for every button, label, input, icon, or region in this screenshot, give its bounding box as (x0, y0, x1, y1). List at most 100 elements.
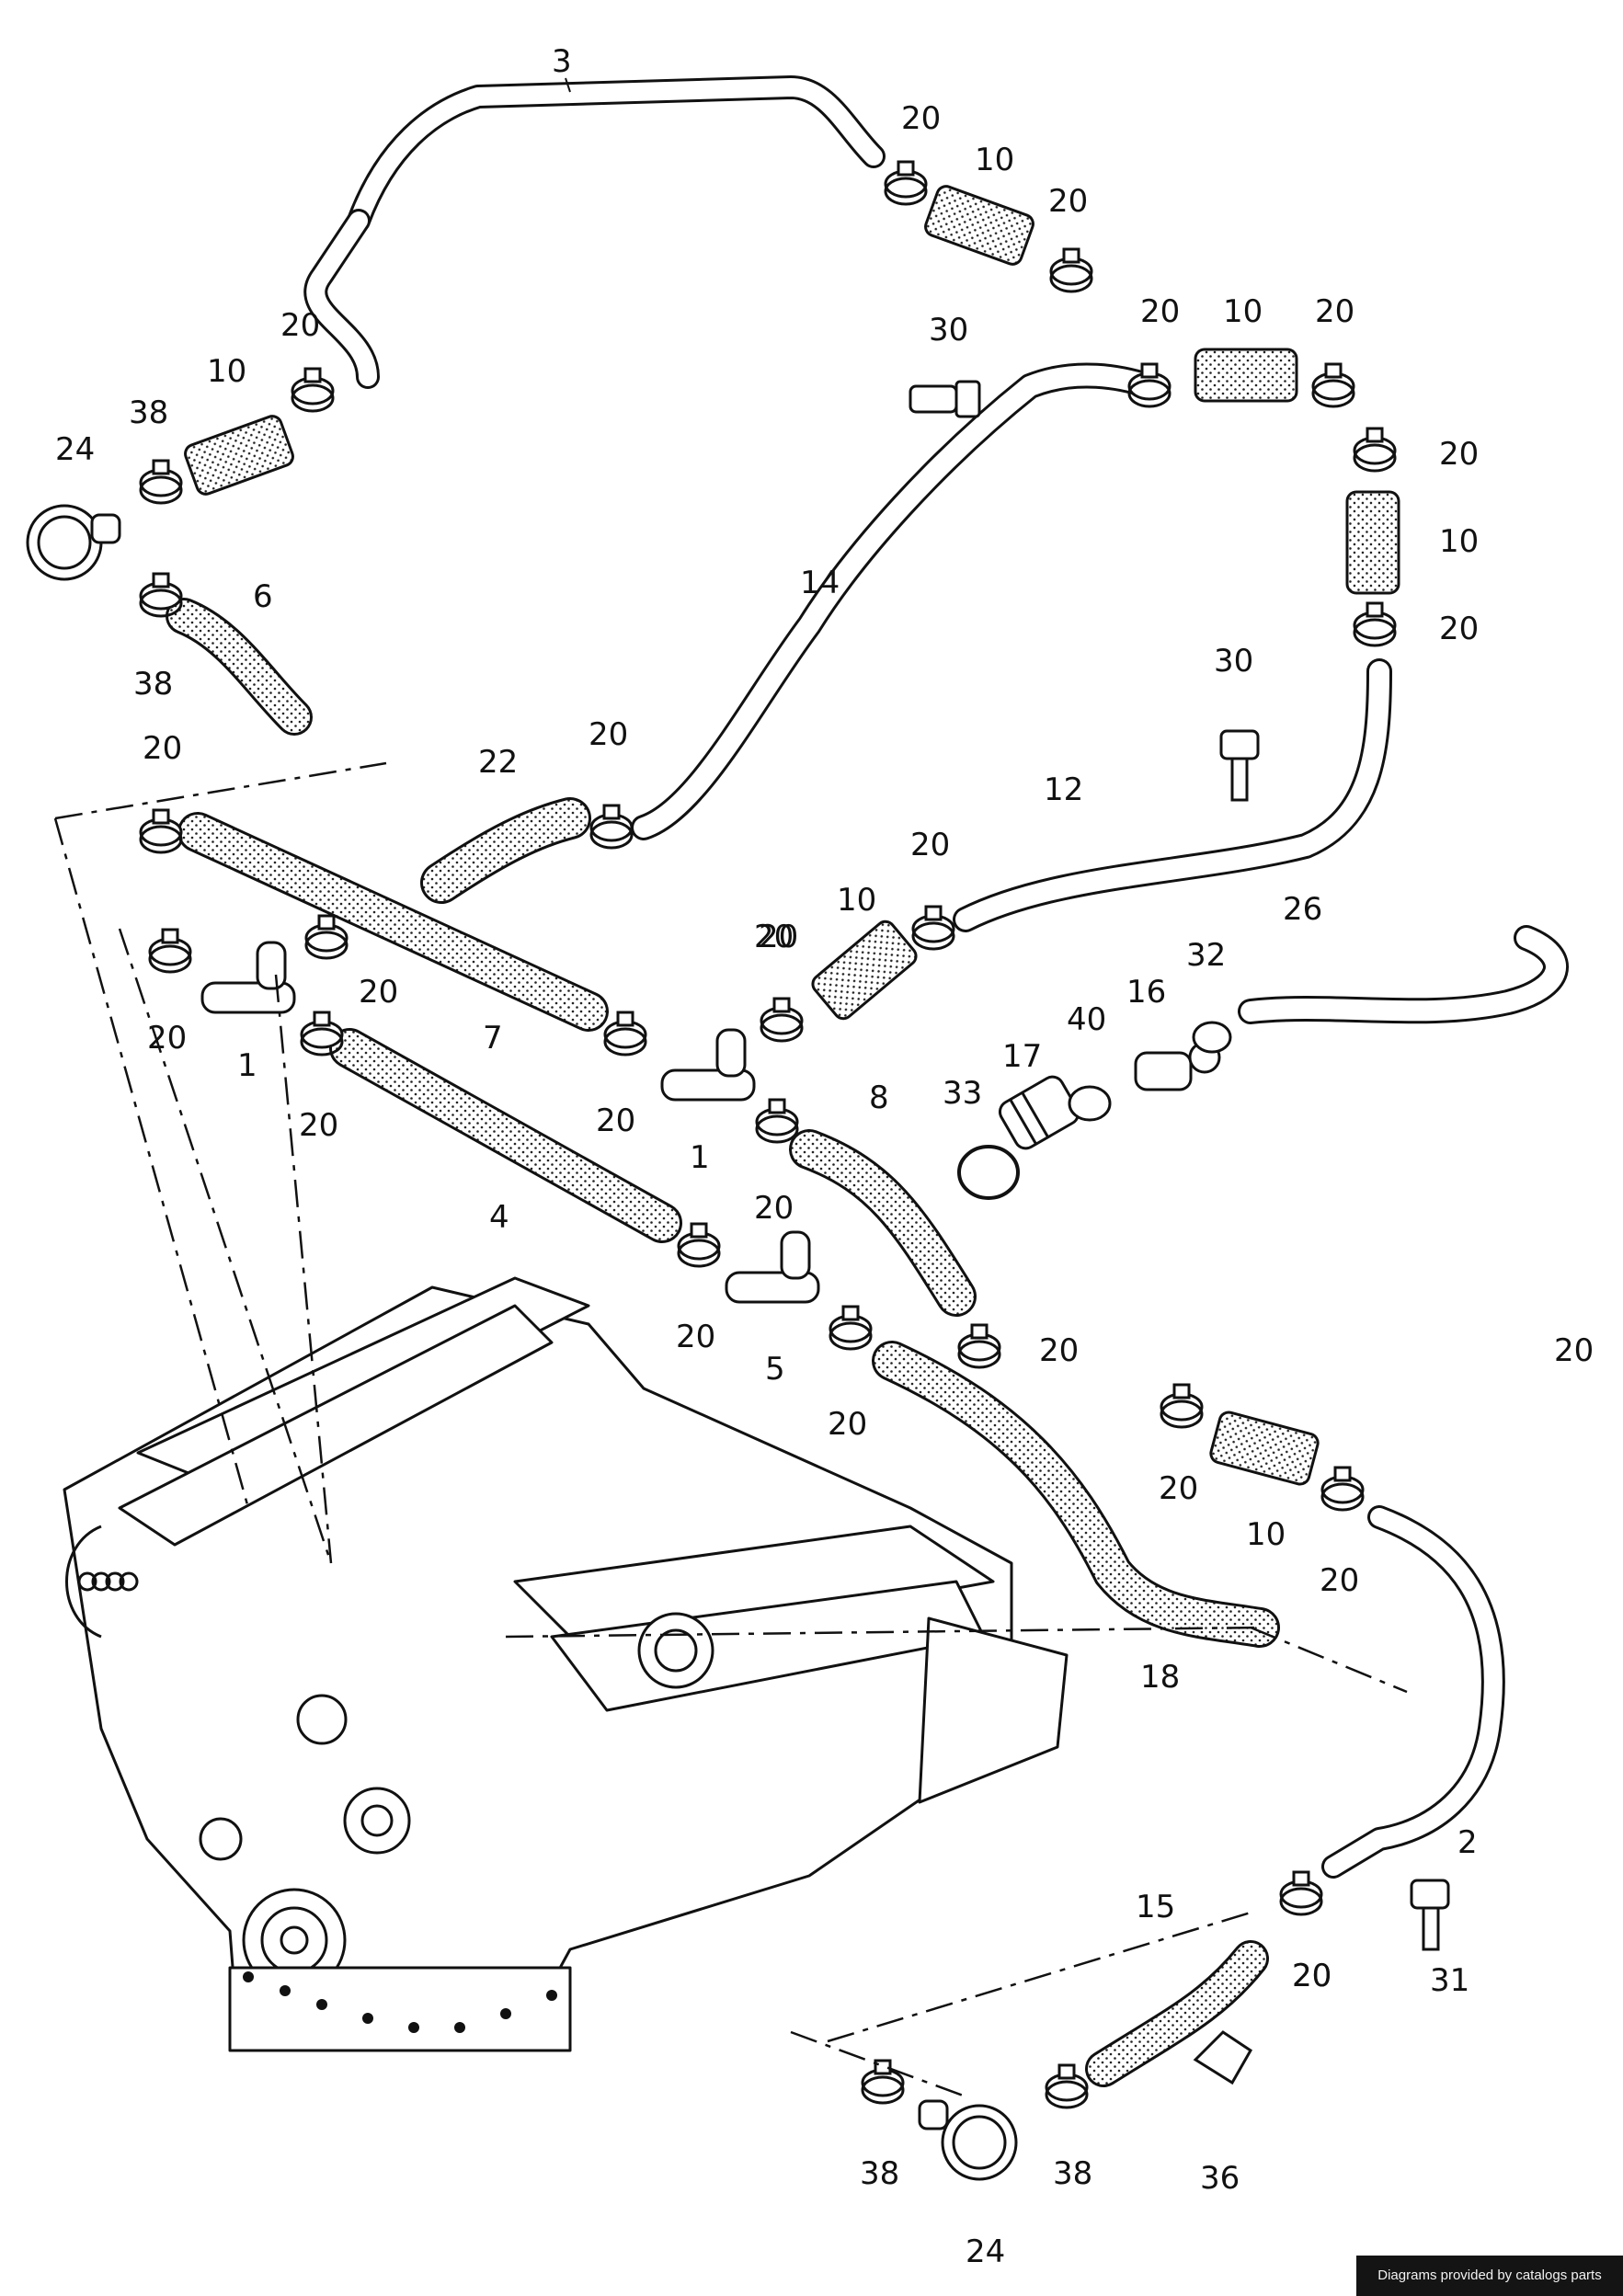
engine-block (63, 1276, 1069, 2052)
callout-20t: 20 (828, 1406, 867, 1443)
callout-20p: 20 (759, 919, 798, 955)
callout-4: 4 (489, 1199, 509, 1236)
callout-20m: 20 (147, 1020, 187, 1057)
sleeves-layer (184, 185, 1400, 1486)
callout-14: 14 (800, 565, 840, 601)
svg-text:20: 20 (1439, 436, 1479, 473)
svg-text:1: 1 (237, 1047, 257, 1084)
pipe-12 (953, 658, 1392, 932)
callout-20k: 20 (754, 919, 794, 955)
callout-20h: 20 (143, 730, 182, 767)
callout-20i: 20 (589, 716, 628, 753)
svg-text:12: 12 (1044, 771, 1083, 808)
callout-20d: 20 (1315, 293, 1354, 330)
svg-text:20: 20 (143, 730, 182, 767)
svg-text:16: 16 (1126, 974, 1166, 1011)
svg-text:24: 24 (966, 2233, 1005, 2270)
svg-text:20: 20 (280, 307, 320, 344)
callout-38c: 38 (860, 2155, 899, 2192)
svg-text:38: 38 (860, 2155, 899, 2192)
callout-20x: 20 (1554, 1332, 1594, 1369)
svg-text:2: 2 (1457, 1824, 1478, 1861)
svg-text:6: 6 (253, 578, 273, 615)
svg-text:10: 10 (207, 353, 246, 390)
credit-banner: Diagrams provided by catalogs parts (1356, 2256, 1623, 2296)
svg-text:10: 10 (1223, 293, 1263, 330)
callout-30a: 30 (929, 312, 968, 348)
callout-38a: 38 (129, 394, 168, 431)
svg-text:20: 20 (1159, 1470, 1198, 1507)
svg-text:10: 10 (975, 142, 1014, 178)
callout-20o: 20 (596, 1102, 635, 1139)
svg-text:20: 20 (759, 919, 798, 955)
callout-20s: 20 (676, 1319, 715, 1355)
callout-20a: 20 (901, 100, 941, 137)
leader-lines (53, 761, 1408, 2098)
svg-text:20: 20 (147, 1020, 187, 1057)
callout-20v: 20 (1320, 1562, 1359, 1599)
callout-20g: 20 (1439, 611, 1479, 647)
callout-40: 40 (1067, 1001, 1106, 1038)
callout-18: 18 (1140, 1659, 1180, 1696)
svg-text:20: 20 (1315, 293, 1354, 330)
callout-10b: 10 (1223, 293, 1263, 330)
svg-text:20: 20 (754, 1190, 794, 1227)
audi-rings (77, 1571, 139, 1592)
callout-20u: 20 (1159, 1470, 1198, 1507)
callout-20w: 20 (1292, 1958, 1332, 1994)
callout-24a: 24 (55, 431, 95, 468)
svg-text:20: 20 (1554, 1332, 1594, 1369)
callout-20y: 20 (1292, 1958, 1332, 1994)
svg-text:36: 36 (1200, 2160, 1240, 2197)
svg-text:20: 20 (901, 100, 941, 137)
callout-2: 2 (1457, 1824, 1478, 1861)
callout-20l: 20 (359, 974, 398, 1011)
svg-text:40: 40 (1067, 1001, 1106, 1038)
svg-text:20: 20 (589, 716, 628, 753)
svg-text:3: 3 (552, 43, 572, 80)
svg-text:10: 10 (1246, 1516, 1286, 1553)
callout-20n: 20 (299, 1107, 338, 1144)
svg-text:20: 20 (596, 1102, 635, 1139)
svg-text:26: 26 (1283, 891, 1322, 928)
svg-text:20: 20 (359, 974, 398, 1011)
connectors-layer (26, 380, 1450, 2181)
hoses-layer (303, 75, 1569, 1879)
callout-10e: 10 (837, 882, 876, 919)
svg-text:17: 17 (1002, 1038, 1042, 1075)
callout-20q: 20 (754, 1190, 794, 1227)
callout-30b: 30 (1214, 643, 1253, 680)
svg-text:10: 10 (837, 882, 876, 919)
callout-5: 5 (765, 1351, 785, 1388)
callout-10f: 10 (1246, 1516, 1286, 1553)
callout-31: 31 (1430, 1962, 1469, 1999)
callout-16: 16 (1126, 974, 1166, 1011)
callout-8: 8 (869, 1079, 889, 1116)
flex-hoses-layer (166, 598, 1280, 2087)
callout-17: 17 (1002, 1038, 1042, 1075)
callout-20f: 20 (1439, 436, 1479, 473)
callout-26: 26 (1283, 891, 1322, 928)
callout-36: 36 (1200, 2160, 1240, 2197)
callout-12: 12 (1044, 771, 1083, 808)
svg-text:20: 20 (1292, 1958, 1332, 1994)
callout-10a: 10 (975, 142, 1014, 178)
svg-text:30: 30 (1214, 643, 1253, 680)
callout-24b: 24 (966, 2233, 1005, 2270)
svg-text:10: 10 (1439, 523, 1479, 560)
svg-text:22: 22 (478, 744, 518, 781)
callout-10d: 10 (1439, 523, 1479, 560)
callouts: 3 20 10 20 20 10 20 30 20 10 38 24 20 10… (55, 43, 1594, 2270)
svg-text:4: 4 (489, 1199, 509, 1236)
svg-text:20: 20 (299, 1107, 338, 1144)
svg-text:20: 20 (828, 1406, 867, 1443)
svg-text:14: 14 (800, 565, 840, 601)
svg-text:20: 20 (754, 919, 794, 955)
callout-32: 32 (1186, 937, 1226, 974)
svg-text:1: 1 (690, 1139, 710, 1176)
part-24-bottom (918, 2099, 1018, 2181)
svg-text:5: 5 (765, 1351, 785, 1388)
callout-20r: 20 (1039, 1332, 1079, 1369)
callout-22: 22 (478, 744, 518, 781)
